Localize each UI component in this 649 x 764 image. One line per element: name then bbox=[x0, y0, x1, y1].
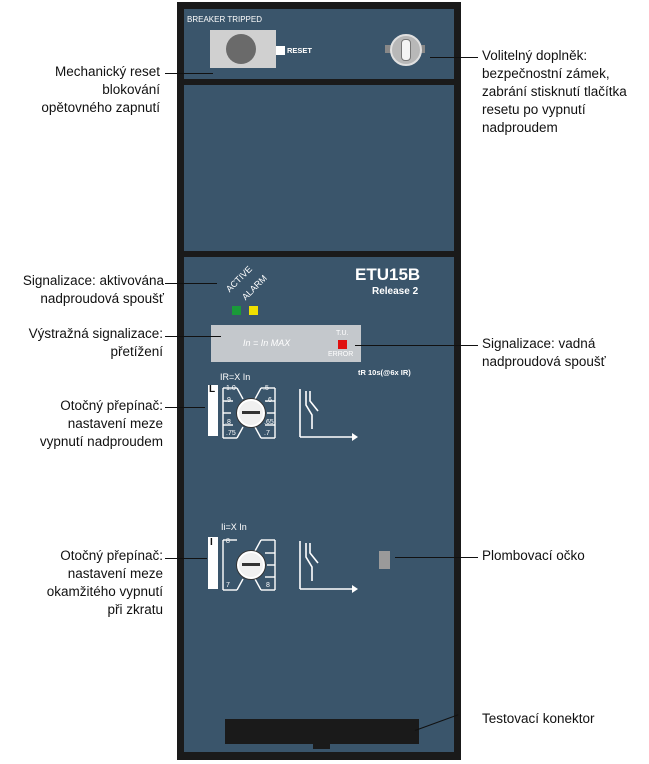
led-error bbox=[338, 340, 347, 349]
callout-test-connector: Testovací konektor bbox=[482, 711, 595, 726]
leader-i-switch bbox=[165, 558, 207, 559]
i-switch-formula: Ii=X In bbox=[221, 522, 247, 532]
l-switch-value: .8 bbox=[225, 419, 231, 426]
i-switch-value: 8 bbox=[266, 582, 270, 589]
i-switch-letter-box bbox=[208, 537, 218, 589]
l-switch-value: .9 bbox=[225, 397, 231, 404]
leader-mechanical-reset bbox=[165, 73, 213, 74]
l-switch-formula: IR=X In bbox=[220, 372, 251, 382]
l-switch-graphic bbox=[222, 387, 276, 439]
l-switch-value: .6 bbox=[266, 397, 272, 404]
breaker-tripped-label: BREAKER TRIPPED bbox=[187, 15, 262, 24]
middle-panel bbox=[184, 85, 454, 251]
leader-active-signal bbox=[165, 283, 217, 284]
l-switch-value: 1.0 bbox=[226, 385, 236, 392]
mechanical-reset-button[interactable] bbox=[226, 34, 256, 64]
leader-seal bbox=[395, 557, 478, 558]
callout-seal: Plombovací očko bbox=[482, 548, 585, 563]
i-trip-curve-graphic bbox=[299, 541, 358, 593]
led-alarm bbox=[249, 306, 258, 315]
l-switch-pointer bbox=[242, 411, 260, 414]
led-active bbox=[232, 306, 241, 315]
l-switch-value: .7 bbox=[264, 430, 270, 437]
leader-l-switch bbox=[165, 407, 205, 408]
i-switch-value: 7 bbox=[226, 582, 230, 589]
callout-alarm-signal: Výstražná signalizace: přetížení bbox=[28, 326, 163, 359]
security-lock[interactable] bbox=[385, 34, 425, 66]
reset-label: RESET bbox=[287, 46, 313, 55]
display-formula: In = In MAX bbox=[243, 338, 291, 348]
leader-alarm-signal bbox=[165, 336, 221, 337]
release-label: Release 2 bbox=[372, 286, 419, 297]
display-error-label: ERROR bbox=[328, 351, 354, 358]
leader-lock-option bbox=[430, 57, 478, 58]
lock-keyhole-icon bbox=[401, 39, 411, 61]
i-switch-letter: I bbox=[210, 537, 213, 548]
callout-i-switch: Otočný přepínač: nastavení meze okamžité… bbox=[46, 548, 163, 617]
callout-mechanical-reset: Mechanický reset blokování opětovného za… bbox=[41, 64, 160, 115]
callout-active-signal: Signalizace: aktivována nadproudová spou… bbox=[22, 273, 164, 306]
trip-unit-device: BREAKER TRIPPED RESET ETU15B Release 2 A… bbox=[177, 2, 461, 760]
status-display: In = In MAX T.U. ERROR bbox=[211, 325, 361, 362]
i-switch-value: 8 bbox=[226, 538, 230, 545]
model-label: ETU15B bbox=[355, 265, 421, 284]
callout-error-signal: Signalizace: vadná nadproudová spoušť bbox=[482, 336, 606, 369]
main-panel: ETU15B Release 2 ACTIVE ALARM In = In MA… bbox=[184, 257, 454, 752]
callout-l-switch: Otočný přepínač: nastavení meze vypnutí … bbox=[39, 398, 163, 449]
l-switch-letter: L bbox=[209, 384, 216, 395]
callout-lock-option: Volitelný doplněk: bezpečnostní zámek, z… bbox=[482, 48, 627, 135]
reset-indicator bbox=[276, 46, 285, 55]
l-switch-value: .65 bbox=[264, 419, 274, 426]
trip-time-label: tR 10s(@6x IR) bbox=[358, 368, 411, 377]
test-connector-tab bbox=[313, 744, 330, 749]
l-rotary-switch[interactable] bbox=[237, 399, 265, 427]
l-switch-letter-box bbox=[208, 385, 218, 436]
display-tu-label: T.U. bbox=[336, 330, 349, 337]
leader-error-signal bbox=[355, 345, 478, 346]
i-switch-graphic bbox=[222, 539, 276, 591]
i-switch-pointer bbox=[242, 563, 260, 566]
top-panel: BREAKER TRIPPED RESET bbox=[184, 9, 454, 79]
test-connector[interactable] bbox=[225, 719, 419, 744]
seal-eye bbox=[379, 551, 390, 569]
i-rotary-switch[interactable] bbox=[237, 551, 265, 579]
l-switch-value: .5 bbox=[263, 385, 269, 392]
l-switch-value: .75 bbox=[226, 430, 236, 437]
l-trip-curve-graphic bbox=[299, 389, 358, 441]
